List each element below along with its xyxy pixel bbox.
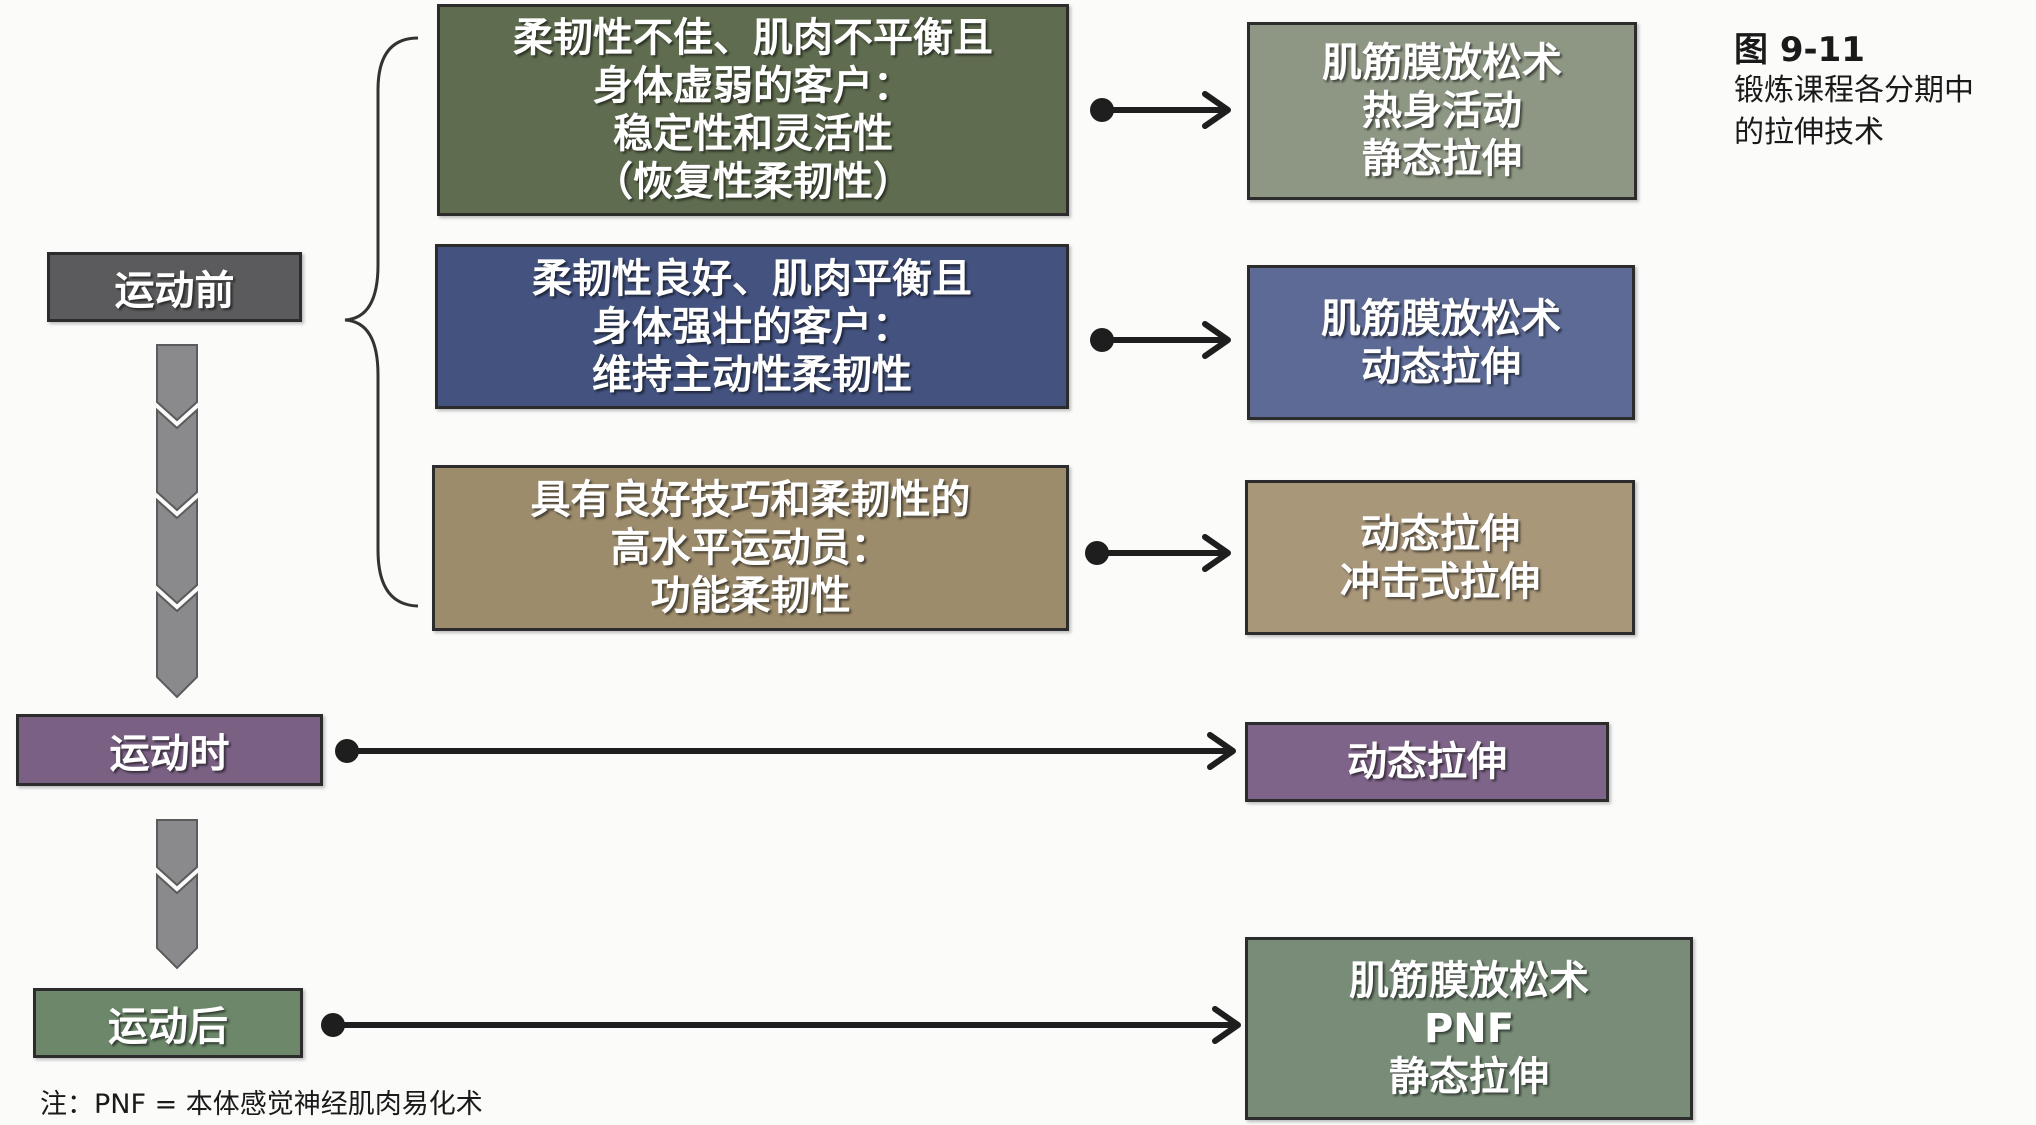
chevron-icon [156,497,198,605]
chevron-icon [156,344,198,422]
technique-line: PNF [1423,1005,1515,1052]
chevron-icon [156,590,198,699]
figure-caption-line: 的拉伸技术 [1734,115,1884,150]
arrows [330,91,1241,1044]
figure-caption: 锻炼课程各分期中 的拉伸技术 [1734,70,1974,154]
technique-box-4: 动态拉伸 [1245,722,1609,802]
chevron-icon [156,872,198,970]
category-line: 身体强壮的客户： [592,303,912,350]
technique-line: 肌筋膜放松术 [1321,295,1561,342]
technique-line: 动态拉伸 [1360,510,1520,557]
category-line: （恢复性柔韧性） [593,159,913,205]
stage-flow-arrows [156,344,198,970]
category-line: 身体虚弱的客户： [593,63,913,109]
technique-box-5: 肌筋膜放松术 PNF 静态拉伸 [1245,937,1693,1120]
stage-before-label: 运动前 [114,268,235,314]
curly-brace [344,36,419,608]
figure-caption-line: 锻炼课程各分期中 [1734,73,1974,108]
chevron-icon [156,407,198,512]
stage-during-label: 运动时 [109,731,230,777]
technique-box-3: 动态拉伸 冲击式拉伸 [1245,480,1635,635]
category-box-strong-client: 柔韧性良好、肌肉平衡且 身体强壮的客户： 维持主动性柔韧性 [435,244,1069,409]
category-line: 柔韧性不佳、肌肉不平衡且 [513,15,993,61]
category-line: 稳定性和灵活性 [613,111,893,157]
technique-line: 冲击式拉伸 [1340,558,1540,605]
category-line: 维持主动性柔韧性 [592,351,912,398]
stage-during: 运动时 [16,714,323,786]
stage-before: 运动前 [47,252,302,322]
technique-line: 热身活动 [1362,88,1522,134]
category-line: 高水平运动员： [610,525,891,571]
category-line: 柔韧性良好、肌肉平衡且 [532,255,972,302]
stage-after: 运动后 [33,988,303,1058]
technique-line: 静态拉伸 [1362,136,1522,182]
category-line: 功能柔韧性 [650,573,851,619]
technique-line: 动态拉伸 [1347,739,1507,785]
arrow-dots [321,98,1114,1037]
figure-title: 图 9-11 [1734,30,1865,70]
category-box-weak-client: 柔韧性不佳、肌肉不平衡且 身体虚弱的客户： 稳定性和灵活性 （恢复性柔韧性） [437,4,1069,216]
footnote: 注：PNF = 本体感觉神经肌肉易化术 [40,1089,483,1120]
chevron-icon [156,819,198,887]
technique-box-2: 肌筋膜放松术 动态拉伸 [1247,265,1635,420]
category-line: 具有良好技巧和柔韧性的 [530,477,971,523]
technique-line: 静态拉伸 [1389,1053,1549,1100]
category-box-elite-athlete: 具有良好技巧和柔韧性的 高水平运动员： 功能柔韧性 [432,465,1069,631]
technique-line: 肌筋膜放松术 [1349,957,1589,1004]
technique-line: 动态拉伸 [1361,343,1521,390]
technique-box-1: 肌筋膜放松术 热身活动 静态拉伸 [1247,22,1637,200]
technique-line: 肌筋膜放松术 [1322,40,1562,86]
stage-after-label: 运动后 [108,1004,228,1050]
